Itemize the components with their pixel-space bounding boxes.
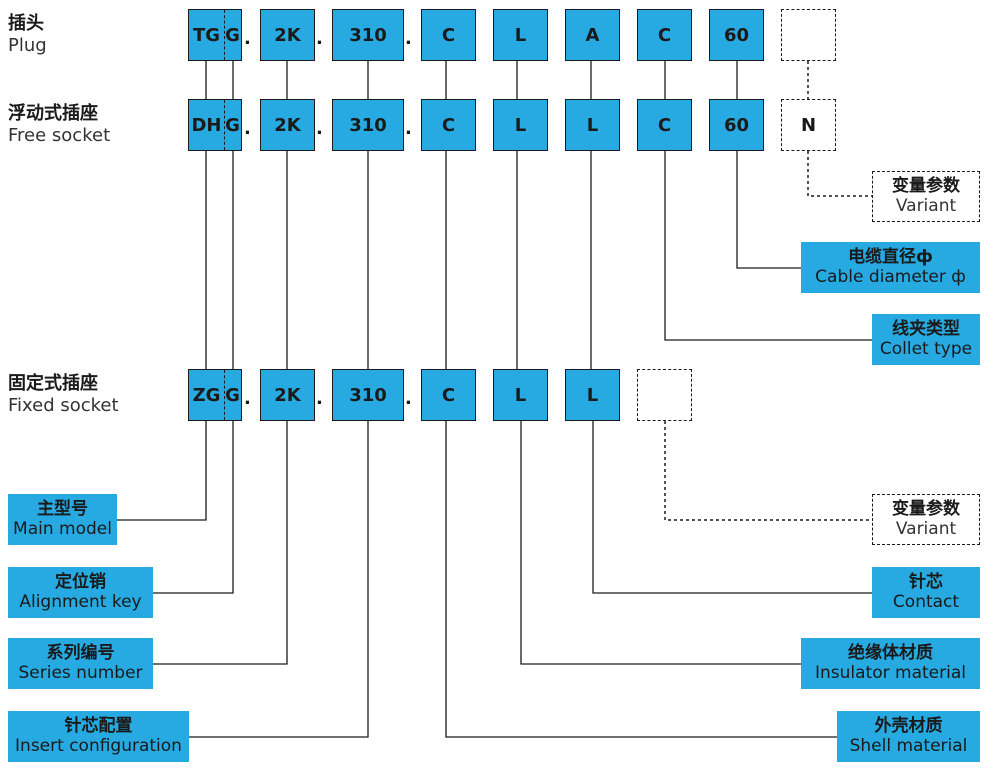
contact-cn: 针芯 bbox=[909, 571, 943, 592]
variant-label-bottom: 变量参数 Variant bbox=[872, 494, 980, 545]
contact-label: 针芯 Contact bbox=[872, 567, 980, 618]
separator-dot: . bbox=[405, 118, 412, 139]
plug-code-insert: 310 bbox=[332, 9, 404, 61]
separator-dot: . bbox=[244, 118, 251, 139]
plug-code-variant bbox=[781, 9, 836, 61]
free-socket-code-shell: C bbox=[421, 99, 476, 151]
main-model-cn: 主型号 bbox=[37, 498, 88, 519]
free-socket-code-prefix-box: DH G bbox=[188, 99, 242, 151]
fixed-socket-title-en: Fixed socket bbox=[8, 394, 119, 416]
insert-configuration-label: 针芯配置 Insert configuration bbox=[8, 711, 189, 762]
variant-bottom-en: Variant bbox=[895, 518, 957, 539]
free-socket-title-cn: 浮动式插座 bbox=[8, 103, 98, 124]
plug-code-cable: 60 bbox=[709, 9, 764, 61]
plug-row-title: 插头 Plug bbox=[8, 14, 47, 56]
cable-diameter-en: Cable diameter ф bbox=[815, 266, 966, 287]
insert-configuration-en: Insert configuration bbox=[15, 735, 182, 756]
fixed-socket-title-cn: 固定式插座 bbox=[8, 373, 98, 394]
free-socket-code-series: 2K bbox=[260, 99, 315, 151]
cable-diameter-label: 电缆直径ф Cable diameter ф bbox=[801, 242, 980, 293]
fixed-socket-code-series: 2K bbox=[260, 369, 315, 421]
separator-dot: . bbox=[316, 388, 323, 409]
alignment-key-label: 定位销 Alignment key bbox=[8, 567, 153, 618]
free-socket-code-contact: L bbox=[565, 99, 620, 151]
plug-code-series: 2K bbox=[260, 9, 315, 61]
fixed-socket-code-prefix: ZG bbox=[192, 384, 221, 406]
variant-top-cn: 变量参数 bbox=[892, 175, 960, 196]
variant-top-en: Variant bbox=[895, 195, 957, 216]
free-socket-code-key: G bbox=[225, 114, 240, 136]
fixed-socket-code-contact: L bbox=[565, 369, 620, 421]
collet-type-en: Collet type bbox=[879, 338, 973, 359]
alignment-key-cn: 定位销 bbox=[55, 571, 106, 592]
free-socket-title-en: Free socket bbox=[8, 124, 111, 146]
free-socket-code-prefix: DH bbox=[191, 114, 222, 136]
free-socket-code-variant: N bbox=[781, 99, 836, 151]
plug-title-en: Plug bbox=[8, 34, 47, 56]
shell-material-en: Shell material bbox=[849, 735, 968, 756]
separator-dot: . bbox=[316, 118, 323, 139]
free-socket-row-title: 浮动式插座 Free socket bbox=[8, 104, 110, 146]
plug-title-cn: 插头 bbox=[8, 13, 44, 34]
free-socket-code-insulator: L bbox=[493, 99, 548, 151]
fixed-socket-code-prefix-box: ZG G bbox=[188, 369, 242, 421]
main-model-en: Main model bbox=[13, 518, 112, 539]
separator-dot: . bbox=[316, 28, 323, 49]
insulator-material-en: Insulator material bbox=[815, 662, 966, 683]
fixed-socket-code-insert: 310 bbox=[332, 369, 404, 421]
free-socket-code-insert: 310 bbox=[332, 99, 404, 151]
insulator-material-cn: 绝缘体材质 bbox=[848, 642, 933, 663]
fixed-socket-code-variant bbox=[637, 369, 692, 421]
plug-code-collet: C bbox=[637, 9, 692, 61]
free-socket-code-collet: C bbox=[637, 99, 692, 151]
variant-bottom-cn: 变量参数 bbox=[892, 498, 960, 519]
series-number-en: Series number bbox=[18, 662, 143, 683]
alignment-key-en: Alignment key bbox=[19, 591, 142, 612]
plug-code-insulator: L bbox=[493, 9, 548, 61]
plug-code-shell: C bbox=[421, 9, 476, 61]
plug-code-prefix: TG bbox=[192, 24, 221, 46]
shell-material-cn: 外壳材质 bbox=[874, 715, 943, 736]
collet-type-label: 线夹类型 Collet type bbox=[872, 314, 980, 365]
free-socket-code-cable: 60 bbox=[709, 99, 764, 151]
series-number-label: 系列编号 Series number bbox=[8, 638, 153, 689]
variant-label-top: 变量参数 Variant bbox=[872, 171, 980, 222]
fixed-socket-code-key: G bbox=[225, 384, 240, 406]
insert-configuration-cn: 针芯配置 bbox=[64, 715, 133, 736]
plug-code-key: G bbox=[225, 24, 240, 46]
separator-dot: . bbox=[244, 388, 251, 409]
fixed-socket-row-title: 固定式插座 Fixed socket bbox=[8, 374, 119, 416]
plug-code-contact: A bbox=[565, 9, 620, 61]
insulator-material-label: 绝缘体材质 Insulator material bbox=[801, 638, 980, 689]
fixed-socket-code-shell: C bbox=[421, 369, 476, 421]
separator-dot: . bbox=[405, 28, 412, 49]
main-model-label: 主型号 Main model bbox=[8, 494, 117, 545]
fixed-socket-code-insulator: L bbox=[493, 369, 548, 421]
collet-type-cn: 线夹类型 bbox=[892, 318, 960, 339]
cable-diameter-cn: 电缆直径ф bbox=[848, 246, 933, 267]
contact-en: Contact bbox=[892, 591, 960, 612]
separator-dot: . bbox=[405, 388, 412, 409]
shell-material-label: 外壳材质 Shell material bbox=[837, 711, 980, 762]
series-number-cn: 系列编号 bbox=[46, 642, 115, 663]
separator-dot: . bbox=[244, 28, 251, 49]
plug-code-prefix-box: TG G bbox=[188, 9, 242, 61]
